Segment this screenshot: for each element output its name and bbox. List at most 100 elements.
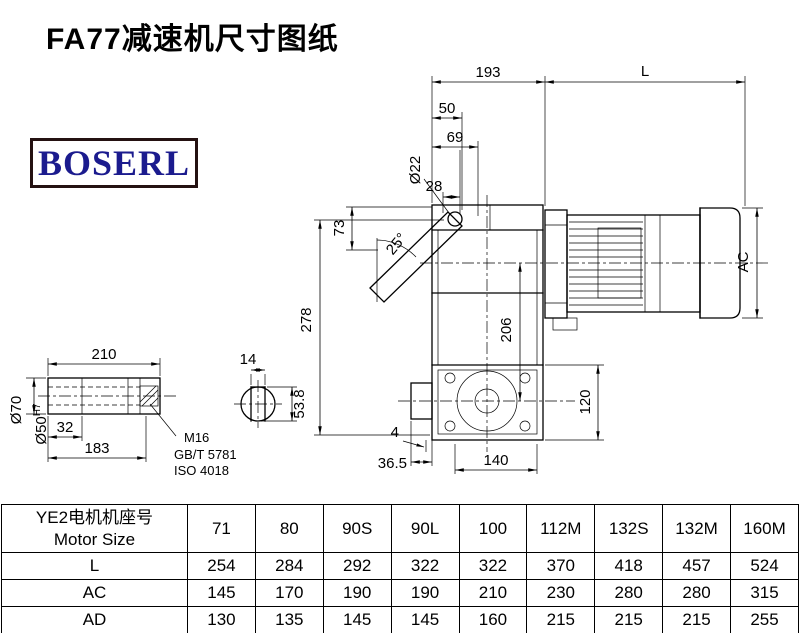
dim-193: 193 [431, 64, 546, 206]
dim-label: 183 [84, 440, 109, 457]
table-row-AD: AD 130 135 145 145 160 215 215 215 255 [1, 606, 799, 633]
row-label: AD [1, 606, 188, 633]
size-col-header: 160M [730, 504, 799, 553]
fan-cowl [699, 207, 741, 319]
dim-4: 4 [391, 424, 427, 452]
dim-L: L [545, 63, 746, 206]
value-cell: 254 [187, 552, 256, 580]
dim-AC: AC [735, 207, 763, 319]
technical-drawing: 193 L 50 69 Ø22 28 [8, 63, 770, 478]
dim-label: 206 [498, 317, 515, 342]
dim-label: 53.8 [291, 389, 308, 418]
lug-hole [447, 211, 463, 227]
dim-label: 120 [577, 389, 594, 414]
table-header-row: YE2电机机座号 Motor Size 71 80 90S 90L 100 11… [1, 504, 799, 553]
center-lines [38, 195, 770, 452]
dim-206: 206 [498, 263, 522, 401]
dim-label: Ø70 [8, 396, 25, 424]
dim-label: 210 [91, 346, 116, 363]
dim-label: 69 [447, 129, 464, 146]
torque-arm-lug [369, 211, 463, 303]
motor-size-table: YE2电机机座号 Motor Size 71 80 90S 90L 100 11… [1, 504, 799, 633]
brand-logo-box: BOSERL [30, 138, 198, 188]
size-col-header: 90L [390, 504, 460, 553]
dim-label: AC [735, 251, 752, 272]
value-cell: 284 [254, 552, 324, 580]
thread-callout: M16 GB/T 5781 ISO 4018 [149, 403, 237, 478]
dim-210: 210 [47, 346, 161, 376]
output-shaft-stub [410, 382, 433, 420]
dim-label: Ø22 [407, 156, 424, 184]
dim-50: 50 [432, 100, 463, 210]
value-cell: 418 [594, 552, 664, 580]
value-cell: 322 [458, 552, 528, 580]
page-title: FA77减速机尺寸图纸 [46, 23, 339, 56]
size-col-header: 132M [662, 504, 731, 553]
dim-label: 25° [383, 230, 411, 258]
value-cell: 315 [730, 579, 799, 607]
table-row-L: L 254 284 292 322 322 370 418 457 524 [1, 552, 799, 580]
motor-flange [544, 209, 568, 319]
dim-angle-25: 25° [383, 230, 411, 258]
value-cell: 215 [526, 606, 596, 633]
value-cell: 280 [662, 579, 731, 607]
row-label: L [1, 552, 188, 580]
value-cell: 215 [662, 606, 731, 633]
size-col-header: 112M [526, 504, 596, 553]
dim-label: 32 [57, 419, 74, 436]
motor [544, 207, 741, 331]
dim-label: 278 [298, 307, 315, 332]
dim-label: Ø50H7 [32, 403, 50, 445]
dim-183: 183 [48, 416, 147, 462]
standard-iso-label: ISO 4018 [174, 463, 229, 478]
dim-120: 120 [545, 364, 604, 441]
motor-body [566, 214, 701, 313]
dim-label: 50 [439, 100, 456, 117]
value-cell: 370 [526, 552, 596, 580]
value-cell: 190 [322, 579, 392, 607]
thread-label: M16 [184, 430, 209, 445]
value-cell: 524 [730, 552, 799, 580]
dim-label: 73 [331, 220, 348, 237]
dim-32: 32 [47, 416, 83, 462]
value-cell: 135 [254, 606, 324, 633]
dim-label: L [641, 63, 649, 80]
dim-phi50H7: Ø50H7 [32, 403, 50, 445]
value-cell: 160 [458, 606, 528, 633]
value-cell: 280 [594, 579, 664, 607]
dim-28: 28 [426, 150, 461, 214]
value-cell: 230 [526, 579, 596, 607]
dim-69: 69 [432, 129, 479, 216]
dim-label: 36.5 [378, 455, 407, 472]
dim-14: 14 [240, 351, 266, 385]
dim-label: 28 [426, 178, 443, 195]
dim-label: 140 [483, 452, 508, 469]
output-shaft-detail [47, 377, 161, 415]
value-cell: 322 [390, 552, 460, 580]
value-cell: 145 [187, 579, 256, 607]
size-col-header: 132S [594, 504, 664, 553]
size-col-header: 80 [254, 504, 324, 553]
dim-53_8: 53.8 [261, 386, 308, 422]
gearbox-housing [410, 204, 544, 441]
row-label: AC [1, 579, 188, 607]
brand-logo-text: BOSERL [37, 143, 191, 183]
motor-size-label-en: Motor Size [53, 529, 136, 549]
table-row-AC: AC 145 170 190 190 210 230 280 280 315 [1, 579, 799, 607]
value-cell: 170 [254, 579, 324, 607]
value-cell: 255 [730, 606, 799, 633]
dim-label: 4 [391, 424, 399, 441]
value-cell: 215 [594, 606, 664, 633]
value-cell: 145 [390, 606, 460, 633]
size-col-header: 90S [322, 504, 392, 553]
dim-phi22: Ø22 [407, 156, 450, 214]
value-cell: 190 [390, 579, 460, 607]
value-cell: 457 [662, 552, 731, 580]
size-col-header: 71 [187, 504, 256, 553]
standard-gb-label: GB/T 5781 [174, 447, 237, 462]
motor-fins [569, 221, 643, 306]
value-cell: 292 [322, 552, 392, 580]
dim-label: 193 [475, 64, 500, 81]
dim-label: 14 [240, 351, 257, 368]
